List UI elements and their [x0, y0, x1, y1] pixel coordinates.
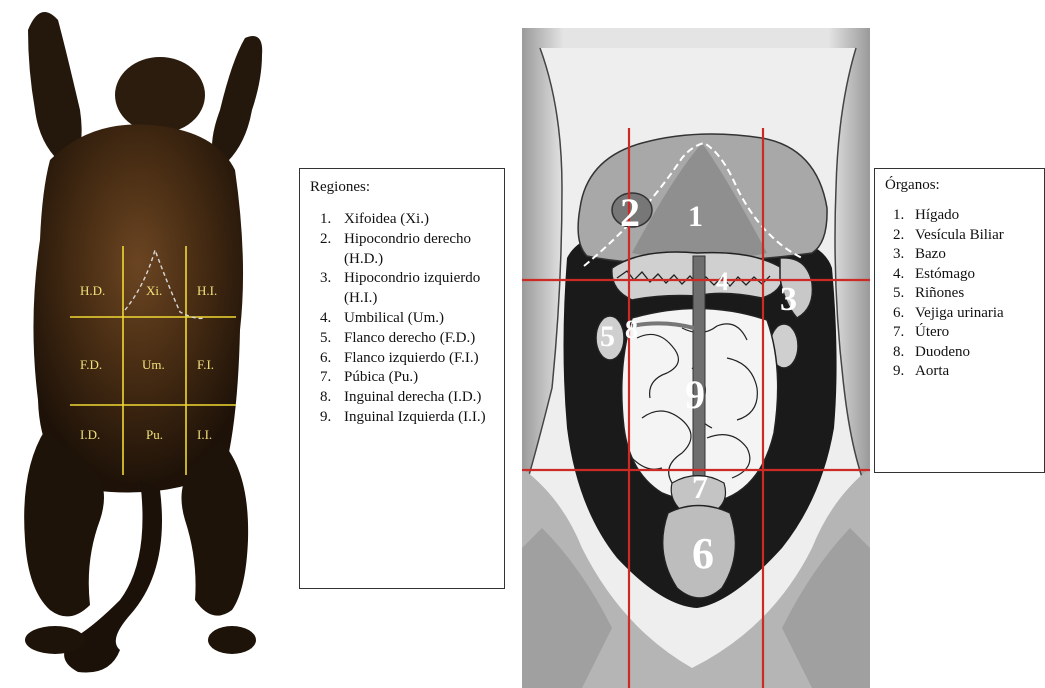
- list-item: 5.Riñones: [885, 284, 1038, 304]
- list-item: 7.Púbica (Pu.): [310, 368, 494, 388]
- label-fd: F.D.: [80, 357, 102, 372]
- label-pu: Pu.: [146, 427, 163, 442]
- list-item: 9.Aorta: [885, 362, 1038, 382]
- label-hd: H.D.: [80, 283, 105, 298]
- label-fi: F.I.: [197, 357, 214, 372]
- list-item: 6.Flanco izquierdo (F.I.): [310, 349, 494, 369]
- list-item: 6.Vejiga urinaria: [885, 304, 1038, 324]
- list-item: 9.Inguinal Izquierda (I.I.): [310, 408, 494, 428]
- list-item: 3.Hipocondrio izquierdo (H.I.): [310, 269, 494, 309]
- organ-number-5: 5: [600, 320, 615, 353]
- label-hi: H.I.: [197, 283, 217, 298]
- list-item: 2.Vesícula Biliar: [885, 226, 1038, 246]
- organ-number-9: 9: [685, 372, 705, 417]
- label-ii: I.I.: [197, 427, 212, 442]
- regions-legend-title: Regiones:: [310, 179, 494, 196]
- list-item: 2.Hipocondrio derecho (H.D.): [310, 230, 494, 270]
- organ-number-6: 6: [692, 529, 714, 578]
- organs-list: 1.Hígado 2.Vesícula Biliar 3.Bazo 4.Estó…: [885, 206, 1038, 382]
- organ-number-7: 7: [692, 469, 708, 505]
- organs-legend: Órganos: 1.Hígado 2.Vesícula Biliar 3.Ba…: [874, 168, 1045, 473]
- label-xi: Xi.: [146, 283, 162, 298]
- regions-list: 1.Xifoidea (Xi.) 2.Hipocondrio derecho (…: [310, 210, 494, 428]
- label-um: Um.: [142, 357, 165, 372]
- list-item: 4.Estómago: [885, 265, 1038, 285]
- organ-number-4: 4: [716, 267, 729, 296]
- list-item: 5.Flanco derecho (F.D.): [310, 329, 494, 349]
- label-id: I.D.: [80, 427, 100, 442]
- monkey-photo: H.D. Xi. H.I. F.D. Um. F.I. I.D. Pu. I.I…: [0, 0, 265, 688]
- monkey-body: [24, 12, 262, 673]
- list-item: 1.Xifoidea (Xi.): [310, 210, 494, 230]
- regions-legend: Regiones: 1.Xifoidea (Xi.) 2.Hipocondrio…: [299, 168, 505, 589]
- list-item: 8.Duodeno: [885, 343, 1038, 363]
- organ-number-8: 8: [625, 315, 638, 344]
- list-item: 1.Hígado: [885, 206, 1038, 226]
- list-item: 8.Inguinal derecha (I.D.): [310, 388, 494, 408]
- monkey-illustration: H.D. Xi. H.I. F.D. Um. F.I. I.D. Pu. I.I…: [0, 0, 265, 688]
- anatomy-diagram: 1 2 3 4 5 6 7 8 9: [522, 28, 870, 688]
- organ-number-3: 3: [780, 281, 797, 318]
- list-item: 3.Bazo: [885, 245, 1038, 265]
- organ-number-2: 2: [620, 190, 640, 235]
- list-item: 4.Umbilical (Um.): [310, 309, 494, 329]
- list-item: 7.Útero: [885, 323, 1038, 343]
- anatomy-illustration: 1 2 3 4 5 6 7 8 9: [522, 28, 870, 688]
- organ-number-1: 1: [688, 200, 703, 233]
- organs-legend-title: Órganos:: [885, 177, 1038, 194]
